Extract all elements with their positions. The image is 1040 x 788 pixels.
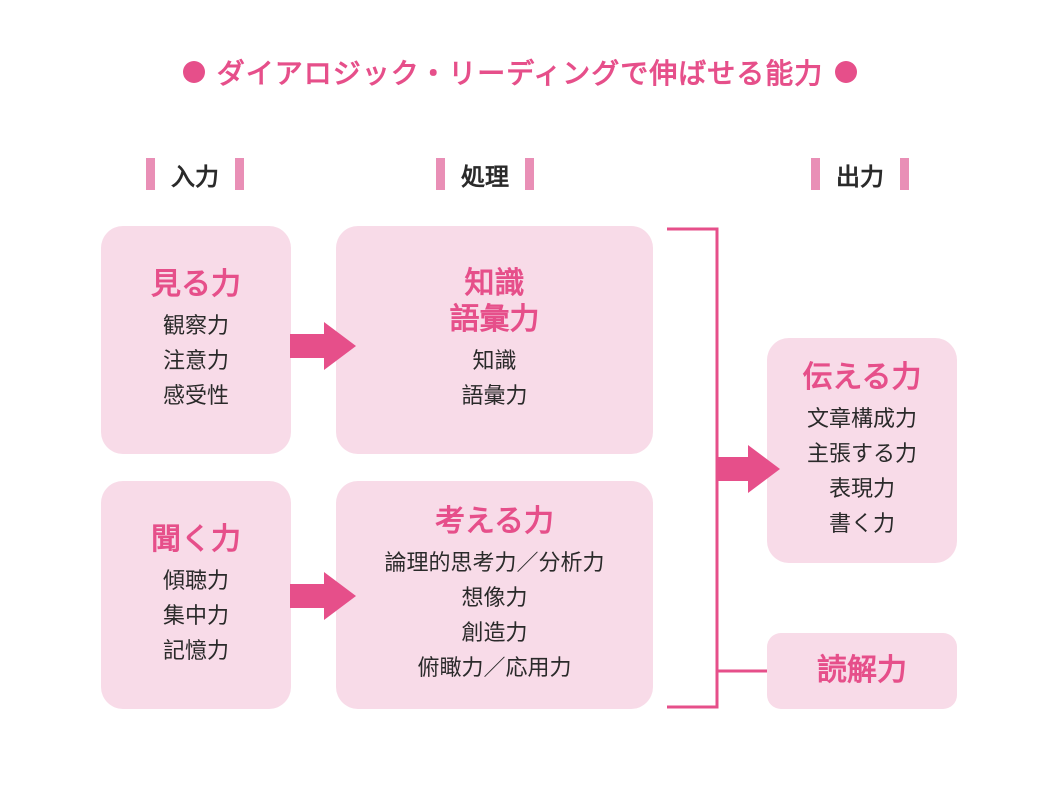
- header-bar-left: [811, 158, 820, 190]
- header-bar-right: [235, 158, 244, 190]
- arrow-see-to-knowledge: [290, 322, 356, 370]
- box-think-title: 考える力: [434, 504, 555, 539]
- arrow-listen-to-think: [290, 572, 356, 620]
- box-listen-title: 聞く力: [151, 521, 241, 557]
- box-knowledge-item: 知識: [472, 349, 517, 374]
- column-header-input-label: 入力: [171, 162, 219, 191]
- box-listen-item: 傾聴力: [162, 568, 229, 594]
- box-see-item: 感受性: [162, 383, 229, 409]
- column-header-process: 処理: [385, 155, 585, 193]
- box-convey-item: 文章構成力: [806, 406, 917, 432]
- title-right-dot: [835, 61, 858, 83]
- box-see-items: 観察力 注意力 感受性: [163, 309, 229, 414]
- box-listen: 聞く力 傾聴力 集中力 記憶力: [101, 481, 291, 709]
- header-bar-right: [900, 158, 909, 190]
- box-see-title: 見る力: [151, 266, 241, 302]
- box-convey-title: 伝える力: [802, 359, 922, 395]
- header-bar-left: [436, 158, 445, 190]
- column-header-output: 出力: [760, 155, 960, 193]
- box-think: 考える力 論理的思考力／分析力 想像力 創造力 俯瞰力／応用力: [336, 481, 653, 709]
- box-think-item: 創造力: [461, 621, 528, 646]
- column-header-input: 入力: [95, 155, 295, 193]
- box-see: 見る力 観察力 注意力 感受性: [101, 226, 291, 454]
- bracket-line: [667, 227, 719, 709]
- column-header-process-label: 処理: [461, 162, 509, 191]
- box-knowledge-item: 語彙力: [461, 384, 528, 409]
- box-reading: 読解力: [767, 633, 957, 709]
- box-knowledge-title: 知識 語彙力: [449, 266, 540, 337]
- box-reading-title: 読解力: [817, 653, 907, 688]
- box-convey-item: 主張する力: [806, 441, 917, 467]
- box-convey-item: 書く力: [828, 511, 895, 537]
- title-left-dot: [182, 61, 205, 83]
- box-listen-item: 集中力: [162, 603, 229, 629]
- arrow-to-convey: [718, 445, 780, 493]
- box-listen-items: 傾聴力 集中力 記憶力: [163, 564, 229, 669]
- box-convey-item: 表現力: [828, 476, 895, 502]
- title-text: ダイアロジック・リーディングで伸ばせる能力: [216, 57, 824, 90]
- box-listen-item: 記憶力: [162, 638, 229, 664]
- diagram-title: ダイアロジック・リーディングで伸ばせる能力: [0, 50, 1040, 94]
- box-think-item: 想像力: [461, 586, 528, 611]
- box-think-items: 論理的思考力／分析力 想像力 創造力 俯瞰力／応用力: [384, 546, 604, 686]
- box-knowledge-items: 知識 語彙力: [461, 344, 527, 414]
- box-convey: 伝える力 文章構成力 主張する力 表現力 書く力: [767, 338, 957, 563]
- header-bar-right: [525, 158, 534, 190]
- box-see-item: 観察力: [162, 313, 229, 339]
- box-think-item: 論理的思考力／分析力: [384, 551, 605, 576]
- header-bar-left: [146, 158, 155, 190]
- box-knowledge: 知識 語彙力 知識 語彙力: [336, 226, 653, 454]
- box-see-item: 注意力: [162, 348, 229, 374]
- box-think-item: 俯瞰力／応用力: [417, 656, 572, 681]
- column-header-output-label: 出力: [836, 162, 884, 191]
- box-convey-items: 文章構成力 主張する力 表現力 書く力: [807, 402, 917, 542]
